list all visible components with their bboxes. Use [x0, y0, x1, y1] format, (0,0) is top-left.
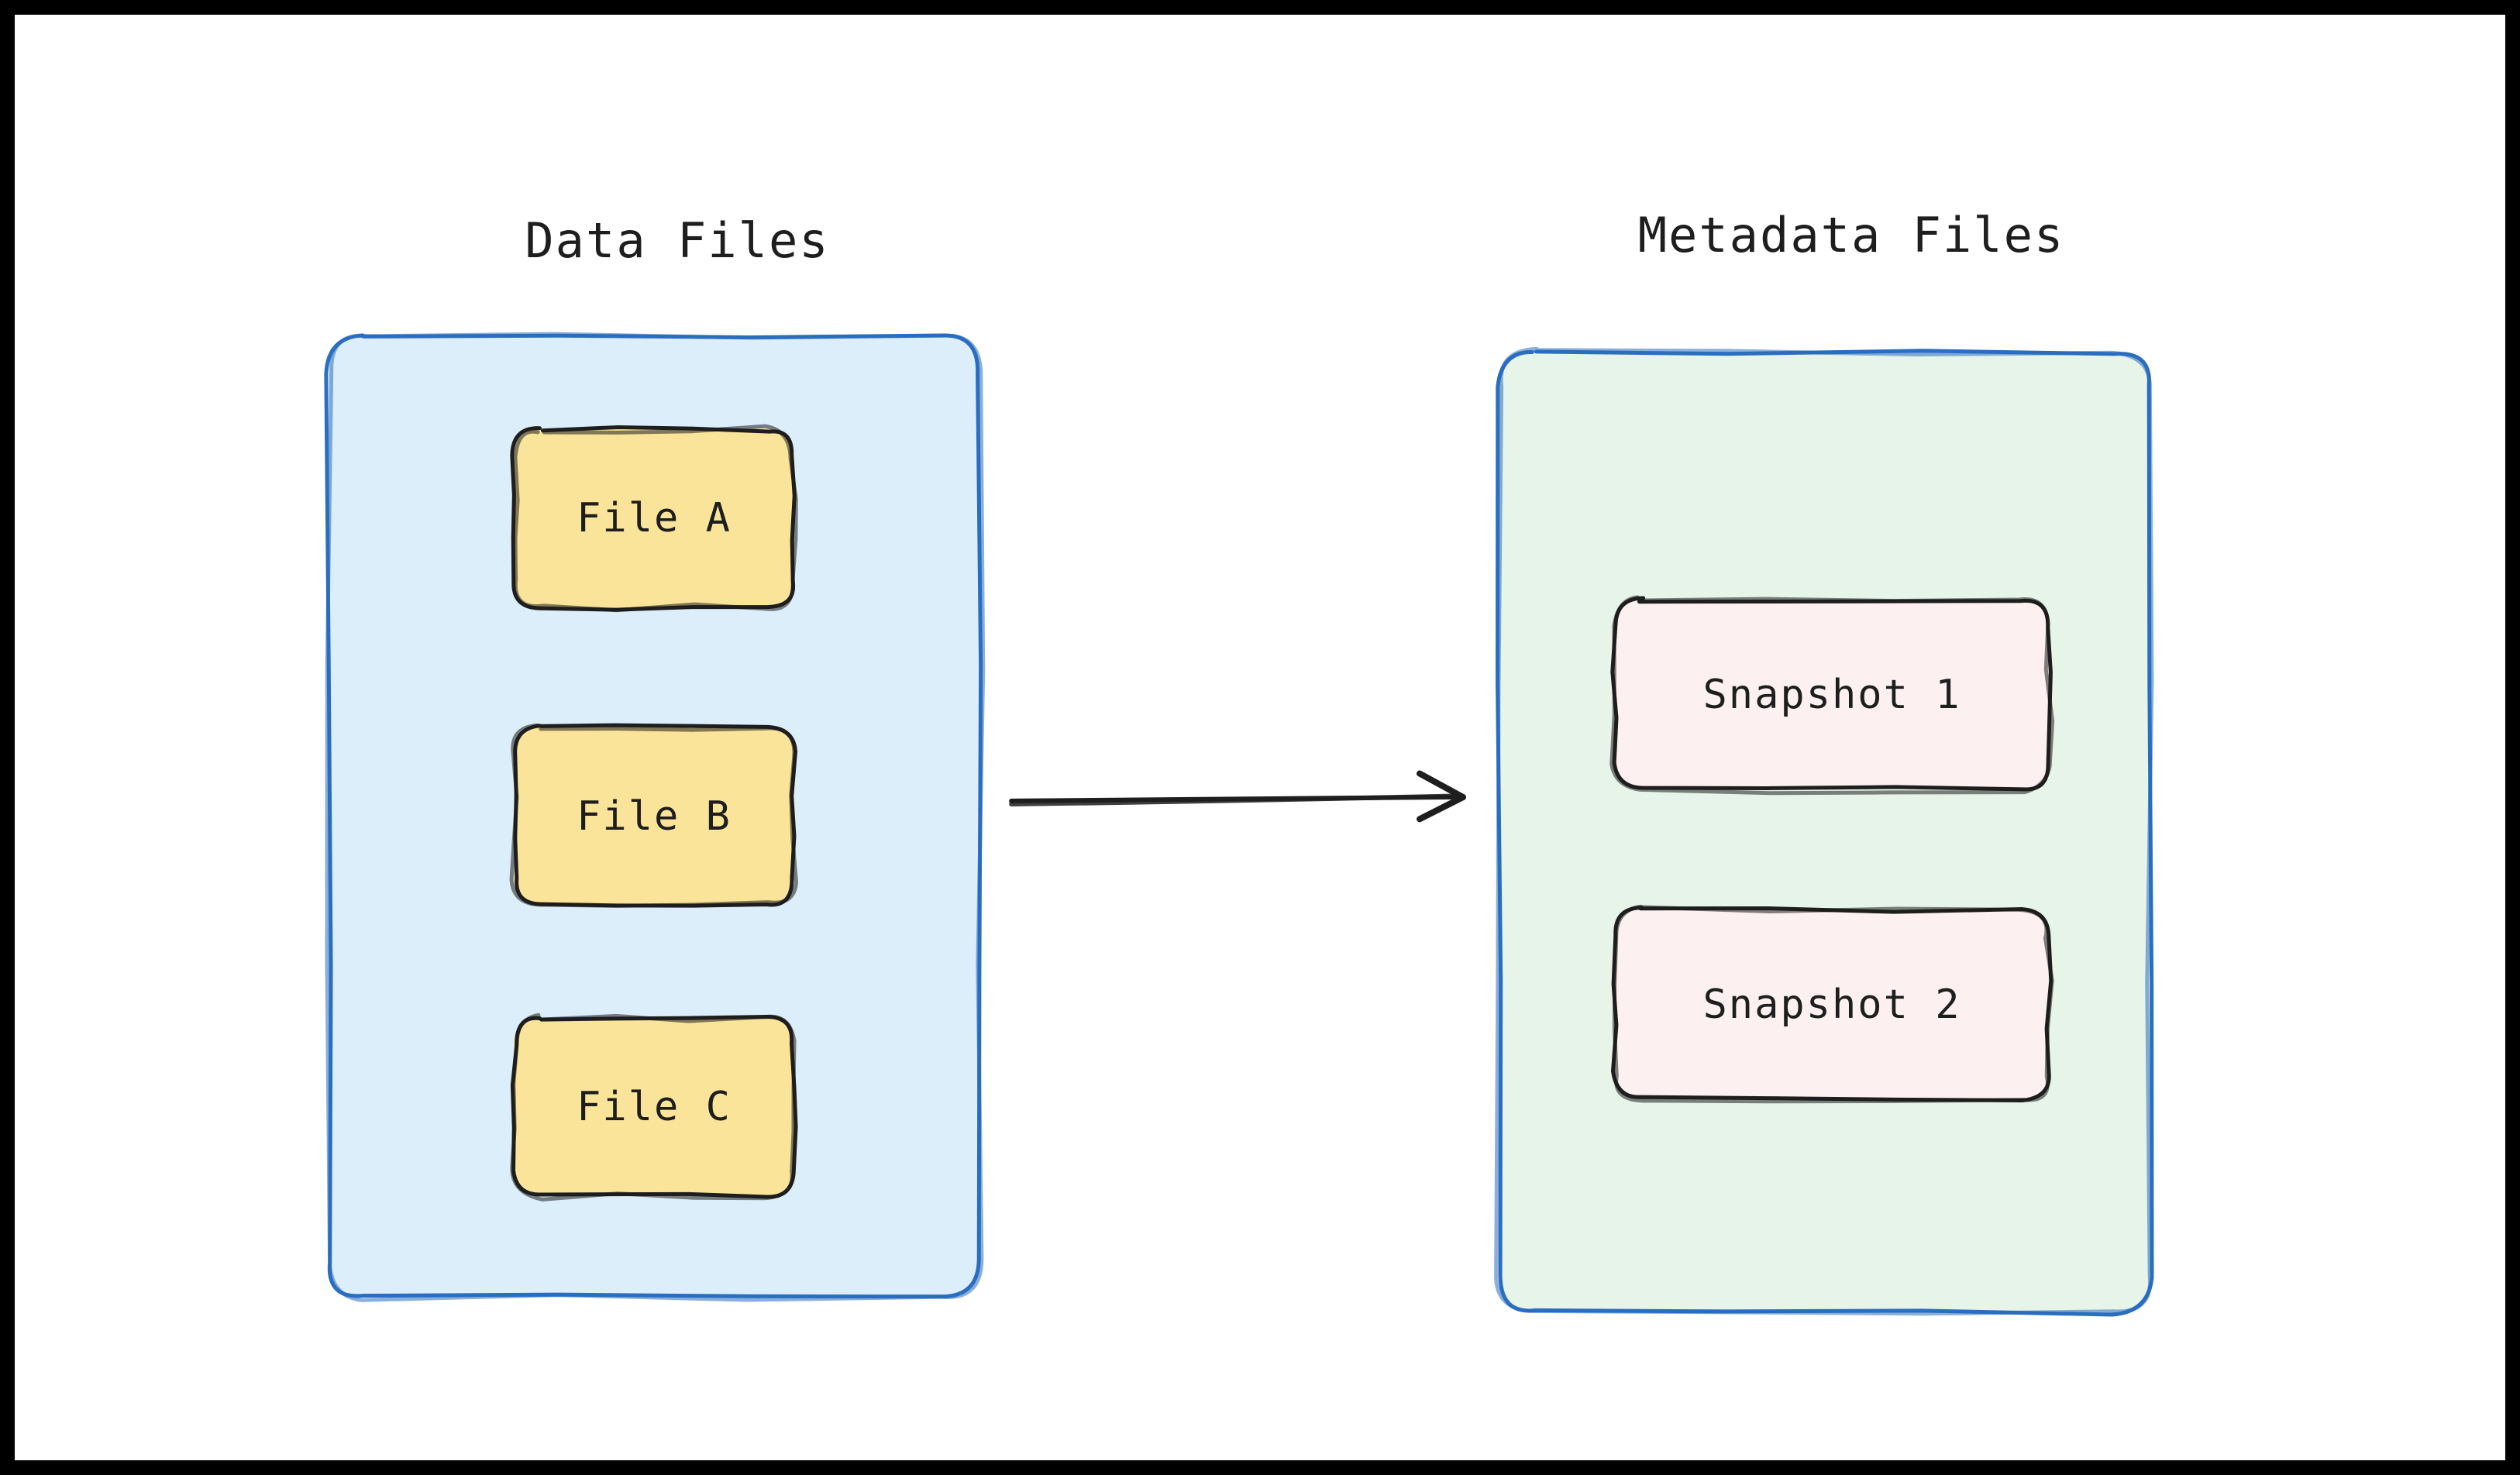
node-snapshot-2[interactable]: [1615, 909, 2049, 1099]
group-title-data-files: Data Files: [525, 212, 830, 269]
node-snapshot-1[interactable]: [1615, 600, 2049, 789]
node-file-b[interactable]: [515, 727, 794, 906]
group-container-metadata-files[interactable]: [1499, 352, 2150, 1312]
diagram-canvas: Data Files Metadata Files File A File B …: [15, 15, 2505, 1460]
node-file-a[interactable]: [515, 429, 794, 607]
group-title-metadata-files: Metadata Files: [1637, 207, 2065, 263]
node-file-c[interactable]: [515, 1018, 794, 1196]
connector-arrow-data-to-metadata[interactable]: [1010, 765, 1475, 827]
